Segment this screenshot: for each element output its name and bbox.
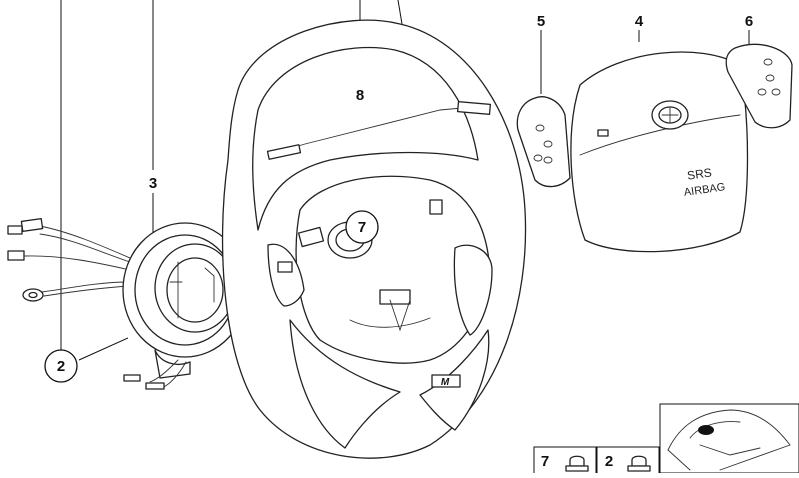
callout-part-7: 7 [345, 210, 379, 244]
airbag-srs-text: SRS [686, 165, 712, 182]
label-part-8: 8 [356, 87, 364, 104]
label-part-7: 7 [358, 219, 366, 236]
steering-wheel: M [221, 19, 527, 459]
label-part-5: 5 [537, 13, 545, 30]
label-part-2: 2 [57, 358, 65, 375]
box-label-7: 7 [541, 453, 549, 470]
label-part-4: 4 [635, 13, 644, 30]
airbag-module: SRS AIRBAG [570, 51, 749, 253]
switch-right [725, 43, 793, 129]
car-thumbnail [659, 403, 799, 474]
airbag-airbag-text: AIRBAG [683, 181, 726, 199]
label-part-3: 3 [149, 175, 157, 192]
wheel-m-badge: M [441, 377, 450, 388]
switch-left [516, 96, 571, 188]
callout-part-2: 2 [44, 349, 78, 383]
clock-spring [7, 218, 248, 390]
part-labels: 3 8 5 4 6 2 7 [44, 13, 753, 383]
bottom-part-boxes: 7 2 [533, 446, 660, 476]
label-part-6: 6 [745, 13, 753, 30]
box-label-2: 2 [605, 453, 613, 470]
